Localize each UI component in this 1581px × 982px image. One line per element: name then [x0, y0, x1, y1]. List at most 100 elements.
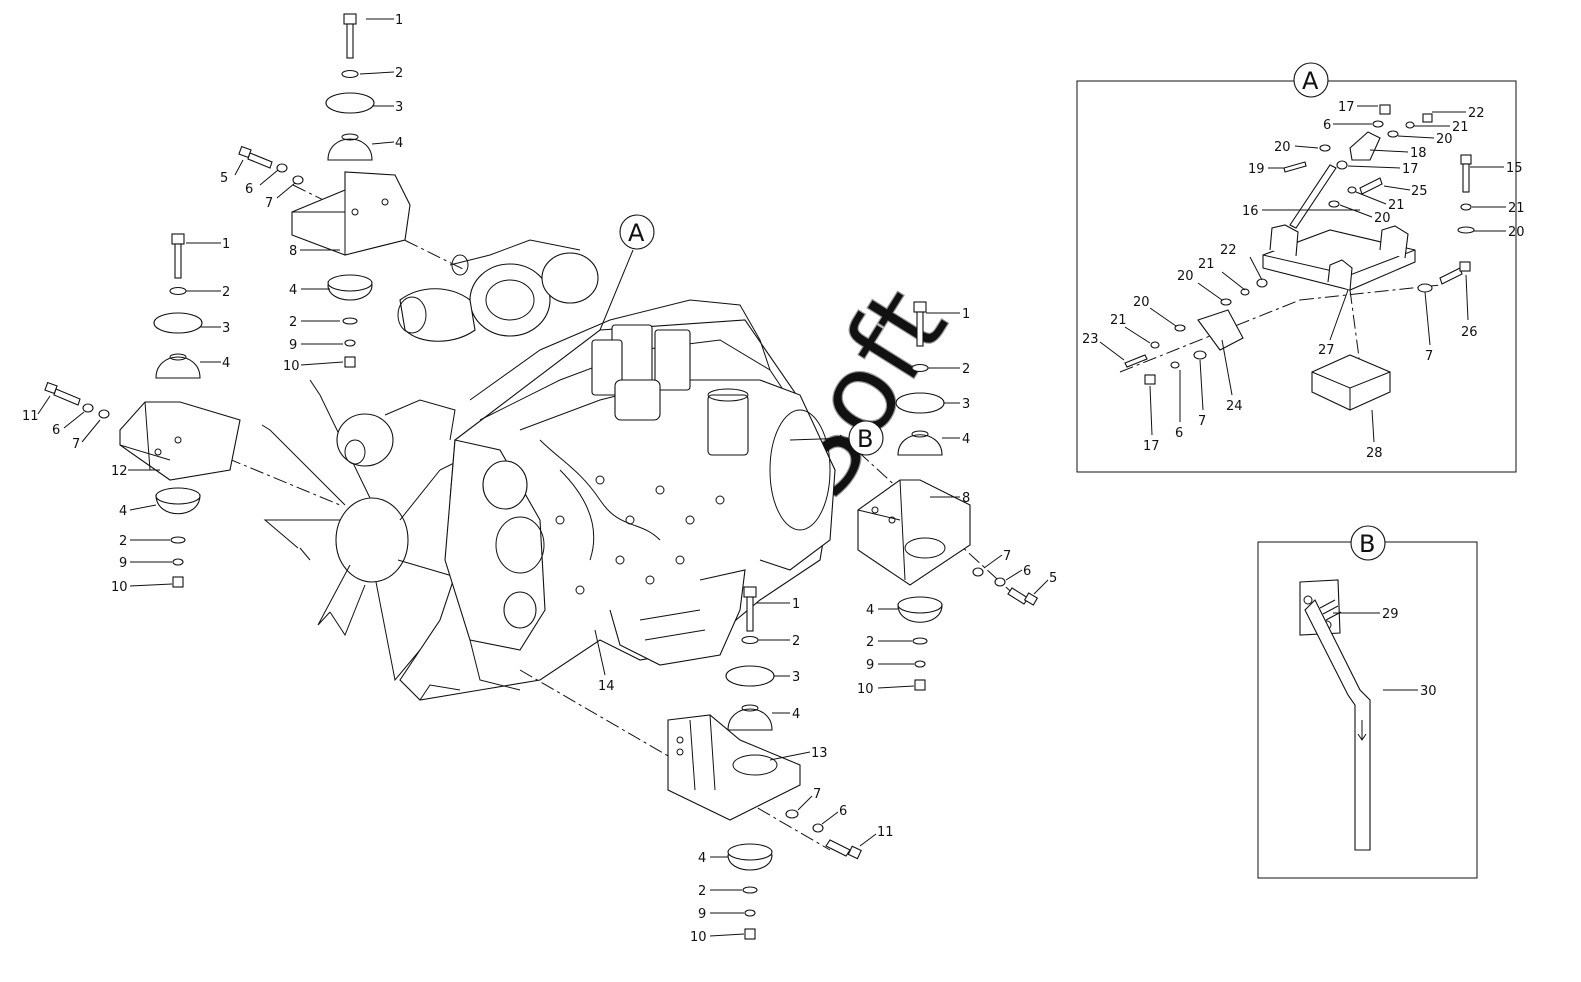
part-label: 11 [877, 825, 894, 840]
part-label: 10 [857, 682, 874, 697]
part-label: 21 [1452, 120, 1469, 135]
part-label: 22 [1220, 243, 1237, 258]
detail-b-panel: B [1257, 525, 1478, 879]
support-plate-27 [1262, 229, 1416, 291]
bracket-13 [667, 714, 801, 821]
part-label: 3 [962, 397, 970, 412]
part-label: 6 [245, 182, 253, 197]
part-label: 7 [72, 437, 80, 452]
part-label: 1 [395, 13, 403, 28]
detail-a-panel: A [1076, 62, 1517, 473]
part-label: 3 [222, 321, 230, 336]
detail-b-label: B [1359, 530, 1375, 558]
part-label: 21 [1198, 257, 1215, 272]
part-label: 20 [1508, 225, 1525, 240]
part-label: 4 [962, 432, 970, 447]
part-label: 6 [839, 804, 847, 819]
part-label: 4 [119, 504, 127, 519]
part-label: 1 [222, 237, 230, 252]
part-label: 23 [1082, 332, 1099, 347]
part-label: 4 [395, 136, 403, 151]
part-label: 7 [265, 196, 273, 211]
part-label: 9 [866, 658, 874, 673]
part-label: 20 [1274, 140, 1291, 155]
part-label: 2 [222, 285, 230, 300]
part-label: 4 [866, 603, 874, 618]
part-label: 2 [119, 534, 127, 549]
part-label: 7 [813, 787, 821, 802]
rubber-mount-4-lower [327, 274, 373, 301]
part-label: 3 [395, 100, 403, 115]
detail-a-label: A [1302, 67, 1319, 95]
part-label: 22 [1468, 106, 1485, 121]
callout-a-circle [619, 214, 655, 250]
turbocharger [397, 239, 599, 342]
part-label: 2 [289, 315, 297, 330]
part-label: 20 [1177, 269, 1194, 284]
part-label: 7 [1425, 349, 1433, 364]
detail-b-circle [1350, 525, 1386, 561]
part-label: 1 [792, 597, 800, 612]
part-label: 10 [690, 930, 707, 945]
part-label: 2 [698, 884, 706, 899]
part-label: 24 [1226, 399, 1243, 414]
plate-3 [325, 92, 375, 114]
part-label: 30 [1420, 684, 1437, 699]
part-label: 14 [598, 679, 615, 694]
bracket-8-right [857, 479, 971, 586]
part-label: 4 [792, 707, 800, 722]
mount-stack-top [238, 13, 411, 368]
part-label: 2 [395, 66, 403, 81]
callout-b-label: B [857, 425, 873, 453]
part-label: 4 [698, 851, 706, 866]
pad-28 [1311, 354, 1391, 411]
part-label: 9 [289, 338, 297, 353]
engine-assembly [261, 239, 836, 701]
part-label: 2 [962, 362, 970, 377]
leader-lines [37, 18, 1506, 937]
part-label: 7 [1198, 414, 1206, 429]
bracket-12 [119, 401, 241, 481]
mount-stack-left [44, 233, 241, 588]
washer-2 [341, 69, 359, 79]
bracket-8 [291, 171, 411, 256]
part-label: 12 [111, 464, 128, 479]
part-label: 8 [289, 244, 297, 259]
part-label: 6 [1023, 564, 1031, 579]
bolt-1 [343, 13, 357, 59]
part-label: 5 [1049, 571, 1057, 586]
part-label: 4 [289, 283, 297, 298]
part-label: 2 [792, 634, 800, 649]
part-label: 9 [698, 907, 706, 922]
part-label: 4 [222, 356, 230, 371]
part-label: 21 [1508, 201, 1525, 216]
callout-a-label: A [628, 219, 645, 247]
part-label: 29 [1382, 607, 1399, 622]
part-label: 17 [1338, 100, 1355, 115]
part-label: 11 [22, 409, 39, 424]
part-label: 27 [1318, 343, 1335, 358]
part-label: 15 [1506, 161, 1523, 176]
part-label: 6 [52, 423, 60, 438]
part-label: 9 [119, 556, 127, 571]
part-label: 5 [220, 171, 228, 186]
part-label: 10 [283, 359, 300, 374]
part-label: 2 [866, 635, 874, 650]
mount-stack-bottom [667, 586, 862, 940]
rod-16 [1289, 164, 1337, 229]
part-label: 8 [962, 491, 970, 506]
part-label: 17 [1143, 439, 1160, 454]
part-label: 13 [811, 746, 828, 761]
detail-a-circle [1293, 62, 1329, 98]
pipe-30 [1304, 599, 1371, 851]
part-label: 16 [1242, 204, 1259, 219]
part-label: 17 [1402, 162, 1419, 177]
part-label: 6 [1175, 426, 1183, 441]
part-number-labels: 1 2 3 4 5 6 7 8 4 2 9 10 1 2 3 4 11 6 7 … [22, 13, 1525, 945]
part-label: 6 [1323, 118, 1331, 133]
part-label: 3 [792, 670, 800, 685]
part-label: 19 [1248, 162, 1265, 177]
part-label: 21 [1110, 313, 1127, 328]
part-label: 21 [1388, 198, 1405, 213]
